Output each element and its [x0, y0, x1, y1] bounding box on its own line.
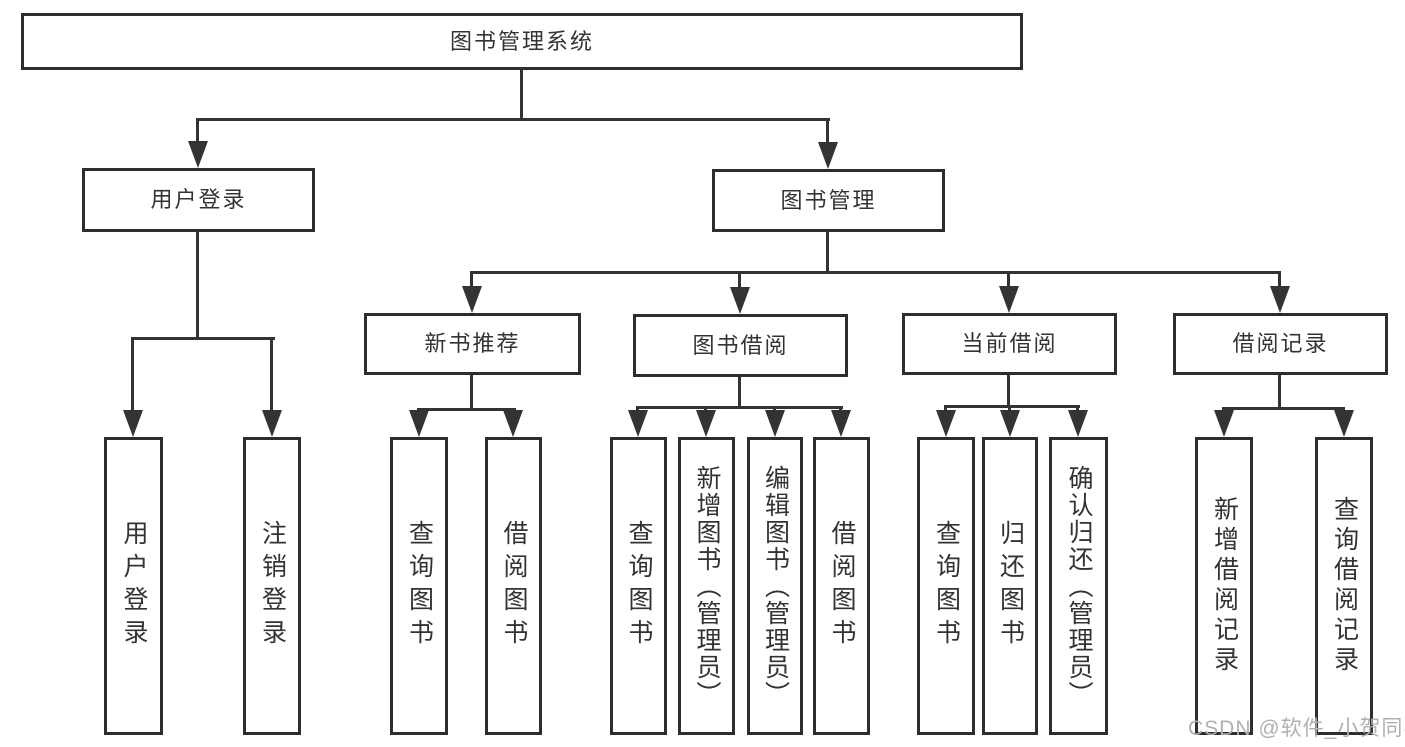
arrowhead-down: [696, 410, 716, 437]
arrowhead-down: [936, 410, 956, 437]
connector-userlogin-stub: [196, 232, 199, 340]
arrowhead-down: [262, 410, 282, 437]
connector-arrow-shaft: [636, 406, 639, 413]
connector-current-stub: [1007, 375, 1010, 408]
connector-arrow-shaft: [470, 271, 473, 289]
connector-arrow-shaft: [131, 337, 134, 413]
connector-current-rail: [944, 405, 1080, 408]
node-user-login: 用户登录: [82, 168, 315, 232]
connector-records-stub: [1278, 375, 1281, 410]
arrowhead-down: [1000, 410, 1020, 437]
node-logout-leaf: 注销登录: [243, 437, 301, 735]
connector-arrow-shaft: [826, 118, 829, 144]
node-newbook-borrow-books: 借阅图书: [485, 437, 542, 735]
node-current-query-books: 查询图书: [917, 437, 975, 735]
arrowhead-down: [831, 410, 851, 437]
connector-arrow-shaft: [1007, 271, 1010, 289]
connector-arrow-shaft: [1076, 405, 1079, 413]
connector-arrow-shaft: [196, 118, 199, 143]
csdn-watermark: CSDN @软件_小贺同学: [1188, 717, 1405, 740]
node-new-book-recommend: 新书推荐: [364, 313, 581, 375]
connector-root-rail: [197, 118, 830, 121]
connector-borrow-rail: [636, 406, 843, 409]
connector-arrow-shaft: [839, 406, 842, 413]
node-borrow-query-books: 查询图书: [610, 437, 667, 735]
connector-bookmgmt-rail: [471, 271, 1281, 274]
node-borrow-records: 借阅记录: [1173, 313, 1388, 375]
arrowhead-down: [409, 410, 429, 437]
arrowhead-down: [1214, 410, 1234, 437]
connector-records-rail: [1222, 407, 1344, 410]
connector-bookmgmt-stub: [826, 232, 829, 274]
connector-root-stub: [520, 68, 523, 121]
connector-userlogin-rail: [132, 337, 275, 340]
connector-arrow-shaft: [1008, 405, 1011, 413]
connector-newbook-rail: [418, 408, 516, 411]
arrowhead-down: [1270, 286, 1290, 313]
node-book-management-system: 图书管理系统: [21, 13, 1023, 70]
arrowhead-down: [628, 410, 648, 437]
node-borrow-edit-books-admin: 编辑图书（管理员）: [747, 437, 803, 735]
node-records-query-record: 查询借阅记录: [1315, 437, 1373, 735]
arrowhead-down: [1334, 410, 1354, 437]
connector-newbook-stub: [470, 375, 473, 411]
connector-borrow-stub: [738, 377, 741, 409]
node-current-borrow: 当前借阅: [902, 313, 1117, 375]
node-newbook-query-books: 查询图书: [390, 437, 448, 735]
arrowhead-down: [1068, 410, 1088, 437]
node-current-return-books: 归还图书: [982, 437, 1038, 735]
connector-arrow-shaft: [704, 406, 707, 413]
node-records-add-record: 新增借阅记录: [1195, 437, 1253, 735]
arrowhead-down: [999, 286, 1019, 313]
node-borrow-add-books-admin: 新增图书（管理员）: [678, 437, 735, 735]
connector-arrow-shaft: [270, 337, 273, 413]
connector-arrow-shaft: [944, 405, 947, 413]
node-borrow-borrow-books: 借阅图书: [813, 437, 870, 735]
arrowhead-down: [765, 410, 785, 437]
connector-arrow-shaft: [773, 406, 776, 413]
arrowhead-down: [123, 410, 143, 437]
arrowhead-down: [188, 141, 208, 168]
arrowhead-down: [818, 142, 838, 169]
node-user-login-leaf: 用户登录: [104, 437, 163, 735]
arrowhead-down: [730, 287, 750, 314]
node-book-management: 图书管理: [712, 169, 945, 232]
connector-arrow-shaft: [1278, 271, 1281, 289]
node-book-borrow: 图书借阅: [633, 314, 848, 377]
arrowhead-down: [462, 286, 482, 313]
node-current-confirm-return-admin: 确认归还（管理员）: [1049, 437, 1108, 735]
connector-arrow-shaft: [738, 271, 741, 289]
arrowhead-down: [503, 410, 523, 437]
